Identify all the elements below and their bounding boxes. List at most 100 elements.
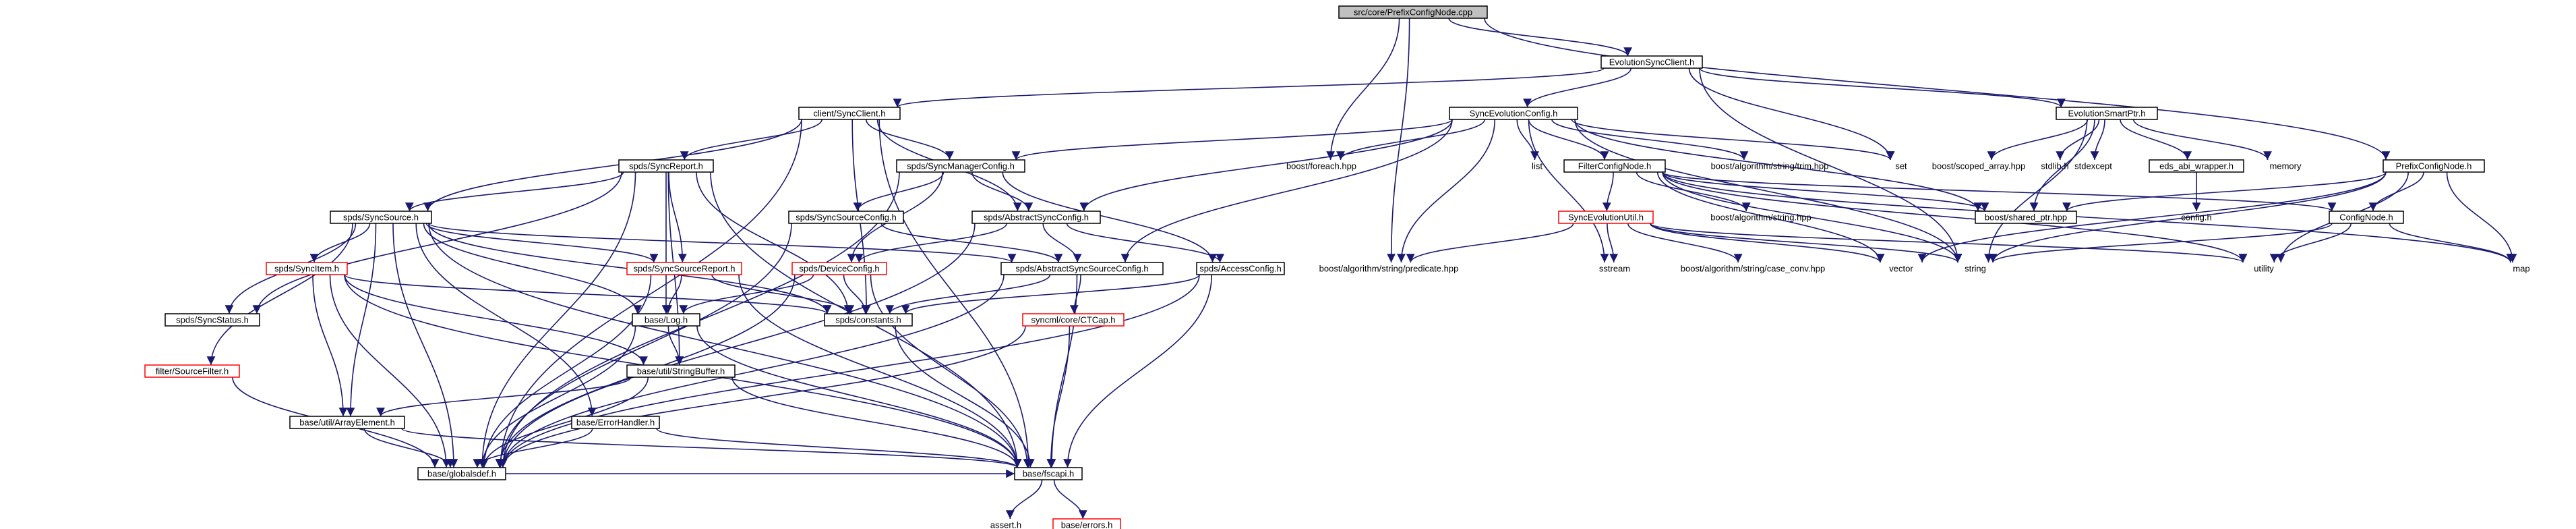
node-cnh[interactable]: ConfigNode.h <box>2329 211 2404 224</box>
edge-fcn-to-cnh <box>1662 171 2336 212</box>
node-label-log: base/Log.h <box>645 314 688 325</box>
node-fc[interactable]: base/fscapi.h <box>1014 467 1083 480</box>
node-con[interactable]: spds/constants.h <box>824 313 913 327</box>
node-label-sss: spds/SyncSource.h <box>343 212 419 222</box>
edge-arr-to-fc <box>401 428 1021 468</box>
edge-sec-to-set <box>1571 119 1895 161</box>
node-label-btr: boost/algorithm/string/trim.hpp <box>1711 161 1829 171</box>
node-box-erh <box>571 416 660 429</box>
node-sbf[interactable]: base/util/StringBuffer.h <box>626 364 736 378</box>
node-sit[interactable]: spds/SyncItem.h <box>266 262 348 275</box>
edge-acc-to-con <box>901 274 1200 314</box>
node-assc[interactable]: spds/AbstractSyncSourceConfig.h <box>1000 262 1164 275</box>
node-asc[interactable]: spds/AbstractSyncConfig.h <box>971 211 1101 224</box>
edge-fcn-to-utl <box>1662 171 2248 263</box>
node-label-dev: spds/DeviceConfig.h <box>799 263 879 273</box>
edge-root-to-bfe <box>1326 18 1400 161</box>
node-gd[interactable]: base/globalsdef.h <box>417 467 506 480</box>
edge-root-to-esc <box>1448 18 1632 57</box>
node-sec[interactable]: SyncEvolutionConfig.h <box>1449 107 1578 120</box>
node-label-bcc: boost/algorithm/string/case_conv.hpp <box>1681 263 1825 273</box>
node-bcc: boost/algorithm/string/case_conv.hpp <box>1681 263 1825 273</box>
node-str: string <box>1965 263 1986 273</box>
node-box-eaw <box>2149 159 2244 173</box>
node-mem: memory <box>2270 161 2302 171</box>
node-erh[interactable]: base/ErrorHandler.h <box>571 416 660 429</box>
node-esp[interactable]: EvolutionSmartPtr.h <box>2056 107 2158 120</box>
edge-fcn-to-str <box>1662 171 1963 263</box>
edge-log-to-fc <box>696 325 1022 468</box>
node-box-esp <box>2056 107 2158 120</box>
node-box-fc <box>1014 467 1083 480</box>
node-srp[interactable]: spds/SyncSourceReport.h <box>626 262 742 275</box>
node-csc[interactable]: client/SyncClient.h <box>798 107 901 120</box>
node-dev[interactable]: spds/DeviceConfig.h <box>791 262 887 275</box>
node-smc[interactable]: spds/SyncManagerConfig.h <box>896 159 1025 173</box>
node-bsp[interactable]: boost/shared_ptr.hpp <box>1975 211 2077 224</box>
edge-sss-to-log <box>423 223 642 314</box>
edge-ssr-to-srp <box>668 171 687 263</box>
node-label-bas: boost/algorithm/string.hpp <box>1710 212 1811 222</box>
edge-sec-to-assc <box>1120 119 1453 263</box>
node-box-csc <box>798 107 901 120</box>
edge-dev-to-log <box>679 274 814 314</box>
node-box-sstat <box>164 313 260 327</box>
node-label-fc: base/fscapi.h <box>1023 468 1075 478</box>
edge-sbf-to-arr <box>376 377 632 417</box>
node-box-esc <box>1600 55 1703 69</box>
node-label-seu: SyncEvolutionUtil.h <box>1568 212 1644 222</box>
edge-fcn-to-seu <box>1602 171 1614 212</box>
edge-sec-to-lst <box>1516 119 1539 161</box>
node-esc[interactable]: EvolutionSyncClient.h <box>1600 55 1703 69</box>
node-cta[interactable]: syncml/core/CTCap.h <box>1022 313 1125 327</box>
node-label-asc: spds/AbstractSyncConfig.h <box>984 212 1089 222</box>
node-pcn[interactable]: PrefixConfigNode.h <box>2383 159 2485 173</box>
node-ssc[interactable]: spds/SyncSourceConfig.h <box>788 211 904 224</box>
edge-seu-to-str <box>1650 223 1963 263</box>
node-root[interactable]: src/core/PrefixConfigNode.cpp <box>1338 5 1488 19</box>
node-utl: utility <box>2254 263 2274 273</box>
node-ssr[interactable]: spds/SyncReport.h <box>618 159 714 173</box>
edge-srp-to-log <box>663 274 682 314</box>
node-label-srp: spds/SyncSourceReport.h <box>633 263 735 273</box>
node-box-cta <box>1022 313 1125 327</box>
node-err[interactable]: base/errors.h <box>1052 518 1121 529</box>
node-box-sss <box>330 211 432 224</box>
node-box-log <box>632 313 700 327</box>
node-label-bsp: boost/shared_ptr.hpp <box>1985 212 2067 222</box>
edge-esp-to-eaw <box>2120 119 2192 161</box>
edge-sec-to-asc <box>1079 119 1453 212</box>
node-label-cta: syncml/core/CTCap.h <box>1031 314 1116 325</box>
node-sstat[interactable]: spds/SyncStatus.h <box>164 313 260 327</box>
node-cfg: config.h <box>2181 212 2212 222</box>
node-label-bpr: boost/algorithm/string/predicate.hpp <box>1319 263 1459 273</box>
edge-sec-to-bpr <box>1397 119 1496 263</box>
edge-sss-to-assc <box>428 223 1016 263</box>
node-sfl[interactable]: filter/SourceFilter.h <box>144 364 240 378</box>
node-sss[interactable]: spds/SyncSource.h <box>330 211 432 224</box>
node-label-utl: utility <box>2254 263 2274 273</box>
edge-sec-to-btr <box>1551 119 1749 161</box>
edge-sss-to-gd <box>392 223 458 468</box>
node-set: set <box>1895 161 1907 171</box>
edge-seu-to-bcc <box>1627 223 1743 263</box>
node-log[interactable]: base/Log.h <box>632 313 700 327</box>
edge-esc-to-set <box>1688 67 1895 161</box>
edge-asc-to-dev <box>854 223 1007 263</box>
node-seu[interactable]: SyncEvolutionUtil.h <box>1558 211 1654 224</box>
node-label-sex: stdexcept <box>2074 161 2112 171</box>
edge-cnh-to-utl <box>2269 223 2352 263</box>
node-label-pcn: PrefixConfigNode.h <box>2396 161 2472 171</box>
edge-csc-to-sss <box>423 119 802 212</box>
node-label-eaw: eds_abi_wrapper.h <box>2159 161 2234 171</box>
node-sex: stdexcept <box>2074 161 2112 171</box>
node-acc[interactable]: spds/AccessConfig.h <box>1196 262 1285 275</box>
node-label-erh: base/ErrorHandler.h <box>576 417 655 427</box>
node-eaw[interactable]: eds_abi_wrapper.h <box>2149 159 2244 173</box>
edge-sec-to-bfe <box>1336 119 1486 161</box>
node-box-arr <box>289 416 405 429</box>
node-arr[interactable]: base/util/ArrayElement.h <box>289 416 405 429</box>
node-label-ast: assert.h <box>990 520 1021 529</box>
node-label-stl: stdlib.h <box>2041 161 2068 171</box>
node-fcn[interactable]: FilterConfigNode.h <box>1563 159 1666 173</box>
